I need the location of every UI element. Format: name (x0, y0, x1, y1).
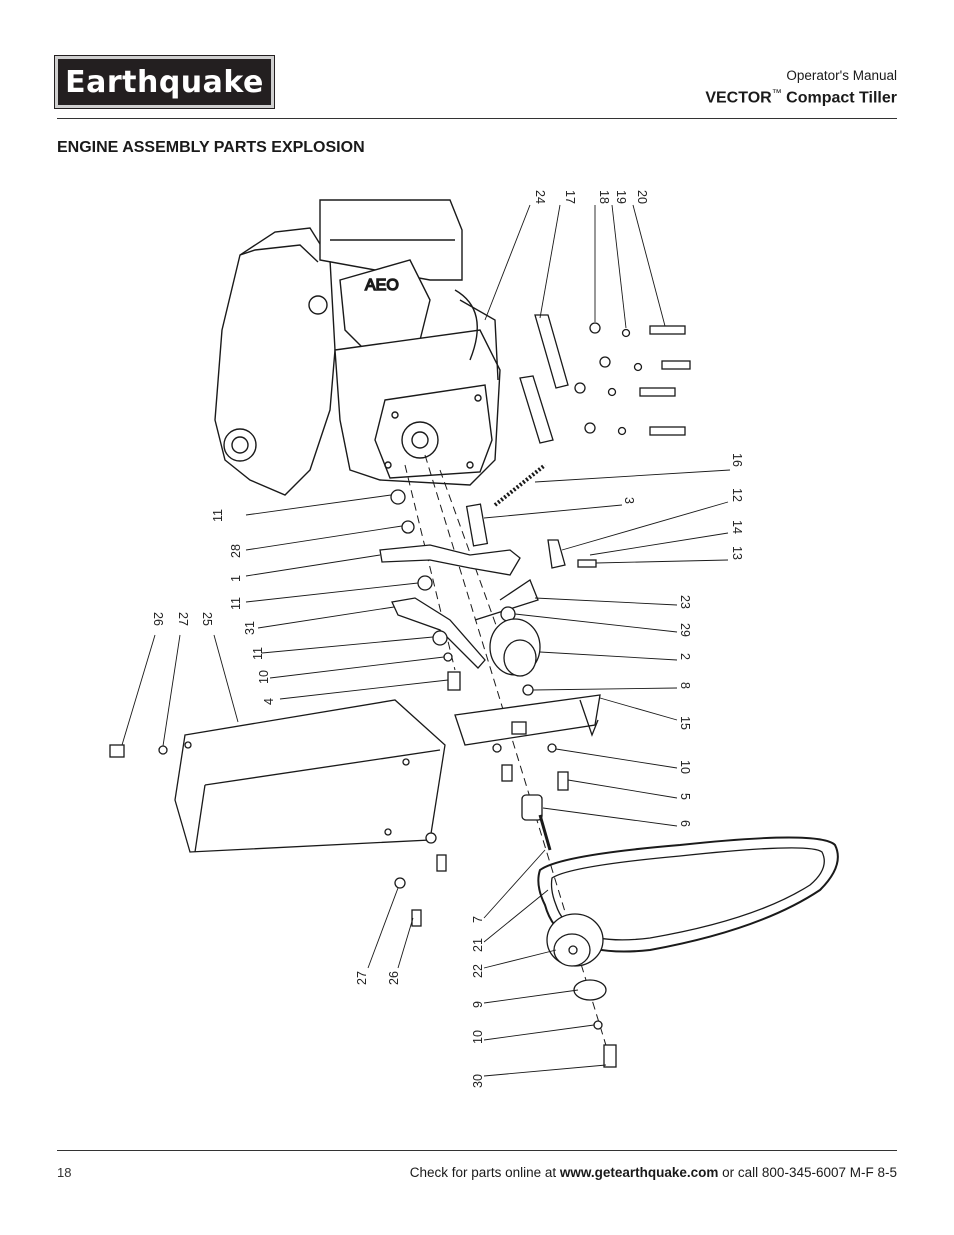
callout-13: 13 (730, 546, 744, 560)
callout-18: 18 (597, 190, 611, 204)
callout-3: 3 (622, 497, 636, 504)
brand-logo: Earthquake (55, 56, 274, 108)
manual-label: Operator's Manual (786, 68, 897, 83)
callout-31: 31 (243, 621, 257, 635)
callout-11c: 11 (251, 647, 265, 660)
callout-15: 15 (678, 716, 692, 730)
section-title: ENGINE ASSEMBLY PARTS EXPLOSION (57, 139, 365, 156)
parts-drawing (109, 314, 839, 1068)
page-number: 18 (57, 1165, 72, 1180)
engine-drawing: AEO (214, 199, 501, 496)
leader-lines (121, 204, 731, 1077)
callout-26b: 26 (387, 971, 401, 985)
website-link[interactable]: www.getearthquake.com (559, 1165, 719, 1180)
callout-29: 29 (678, 623, 692, 637)
callout-25: 25 (200, 612, 214, 626)
callout-20: 20 (635, 190, 649, 204)
callout-6: 6 (678, 820, 692, 827)
callout-9: 9 (471, 1001, 485, 1008)
callout-2: 2 (678, 653, 692, 660)
callout-26a: 26 (151, 612, 165, 626)
footer-divider (57, 1150, 897, 1151)
callout-labels: 24 17 18 19 20 16 3 12 14 13 11 28 1 11 … (151, 190, 744, 1088)
callout-27a: 27 (176, 612, 190, 626)
logo-text: Earthquake (65, 64, 264, 100)
callout-4: 4 (262, 698, 276, 705)
svg-text:AEO: AEO (365, 277, 399, 294)
parts-explosion-diagram: AEO (109, 190, 839, 1088)
callout-17: 17 (563, 190, 577, 204)
callout-7: 7 (471, 916, 485, 923)
callout-27b: 27 (355, 971, 369, 985)
callout-10a: 10 (257, 670, 271, 684)
callout-22: 22 (471, 964, 485, 978)
callout-5: 5 (678, 793, 692, 800)
callout-30: 30 (471, 1074, 485, 1088)
product-title: VECTOR™ Compact Tiller (705, 88, 897, 107)
callout-14: 14 (730, 520, 744, 534)
callout-23: 23 (678, 595, 692, 609)
callout-21: 21 (471, 938, 485, 952)
callout-16: 16 (730, 453, 744, 467)
callout-24: 24 (533, 190, 547, 204)
callout-11a: 11 (211, 509, 225, 522)
callout-11b: 11 (229, 597, 243, 610)
callout-8: 8 (678, 682, 692, 689)
callout-12: 12 (730, 488, 744, 502)
callout-10c: 10 (471, 1030, 485, 1044)
footer-contact: Check for parts online at www.getearthqu… (409, 1165, 897, 1180)
header-divider (57, 118, 897, 119)
callout-28: 28 (229, 544, 243, 558)
callout-10b: 10 (678, 760, 692, 774)
callout-1: 1 (229, 575, 243, 582)
callout-19: 19 (614, 190, 628, 204)
